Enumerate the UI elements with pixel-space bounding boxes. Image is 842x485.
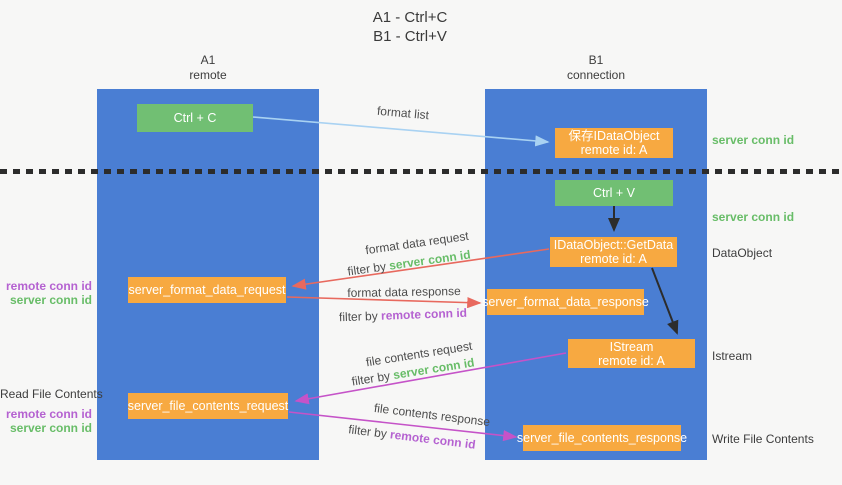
file-contents-request-arrow: [294, 352, 567, 405]
ctrl-c-node: Ctrl + C: [137, 104, 253, 132]
left-remote-conn-id-label: remote conn id: [5, 279, 92, 293]
title-line-1: A1 - Ctrl+C: [372, 9, 448, 26]
lane-a1-name: A1: [200, 53, 216, 67]
idataobject-getdata-node: IDataObject::GetData remote id: A: [550, 237, 677, 267]
format-list-arrow: [252, 116, 550, 147]
istream-node: IStream remote id: A: [568, 339, 695, 368]
write-file-contents-label: Write File Contents: [712, 432, 814, 446]
server-file-contents-request-node: server_file_contents_request: [128, 393, 288, 419]
ctrl-c-label: Ctrl + C: [173, 111, 217, 125]
getdata-line1: IDataObject::GetData: [553, 238, 674, 252]
left-server-conn-id-label: server conn id: [9, 293, 92, 307]
istream-side-label: Istream: [712, 349, 753, 363]
getdata-to-istream-arrow: [651, 267, 679, 335]
right-server-conn-id-label-mid: server conn id: [712, 210, 795, 224]
dataobject-label: DataObject: [712, 246, 773, 260]
server-format-data-request-label: server_format_data_request: [128, 283, 286, 297]
server-file-contents-response-label: server_file_contents_response: [516, 431, 688, 445]
save-idataobject-line2: remote id: A: [580, 143, 648, 157]
server-file-contents-response-node: server_file_contents_response: [517, 425, 687, 451]
filter-by-text: filter by: [338, 308, 382, 325]
title-line-2: B1 - Ctrl+V: [373, 28, 447, 45]
session-separator-dotted-line: [0, 169, 842, 174]
remote-conn-id-text: remote conn id: [380, 305, 468, 323]
lane-header-b1: B1 connection: [485, 53, 707, 83]
istream-line2: remote id: A: [598, 353, 665, 368]
save-idataobject-node: 保存IDataObject remote id: A: [555, 128, 673, 158]
format-data-request-arrow: [291, 248, 550, 290]
file-contents-response-arrow: [288, 411, 518, 442]
right-server-conn-id-label-top: server conn id: [712, 133, 795, 147]
left-remote-conn-id-label-2: remote conn id: [5, 407, 92, 421]
ctrl-v-label: Ctrl + V: [592, 186, 636, 200]
diagram-title: A1 - Ctrl+C B1 - Ctrl+V: [260, 8, 560, 46]
getdata-line2: remote id: A: [580, 252, 647, 266]
server-format-data-response-node: server_format_data_response: [482, 289, 649, 315]
lane-a1-role: remote: [189, 68, 227, 82]
left-server-conn-id-label-2: server conn id: [9, 421, 92, 435]
ctrl-v-node: Ctrl + V: [555, 180, 673, 206]
server-format-data-response-label: server_format_data_response: [482, 295, 649, 309]
read-file-contents-label: Read File Contents: [0, 387, 103, 401]
lane-b1-role: connection: [566, 68, 626, 82]
istream-line1: IStream: [609, 339, 654, 354]
format-data-response-label: format data response: [347, 284, 461, 300]
format-data-response-arrow: [286, 296, 482, 309]
lane-b1-name: B1: [588, 53, 604, 67]
server-format-data-request-node: server_format_data_request: [128, 277, 286, 303]
save-idataobject-line1: 保存IDataObject: [568, 129, 660, 143]
server-file-contents-request-label: server_file_contents_request: [127, 399, 289, 413]
lane-header-a1: A1 remote: [97, 53, 319, 83]
